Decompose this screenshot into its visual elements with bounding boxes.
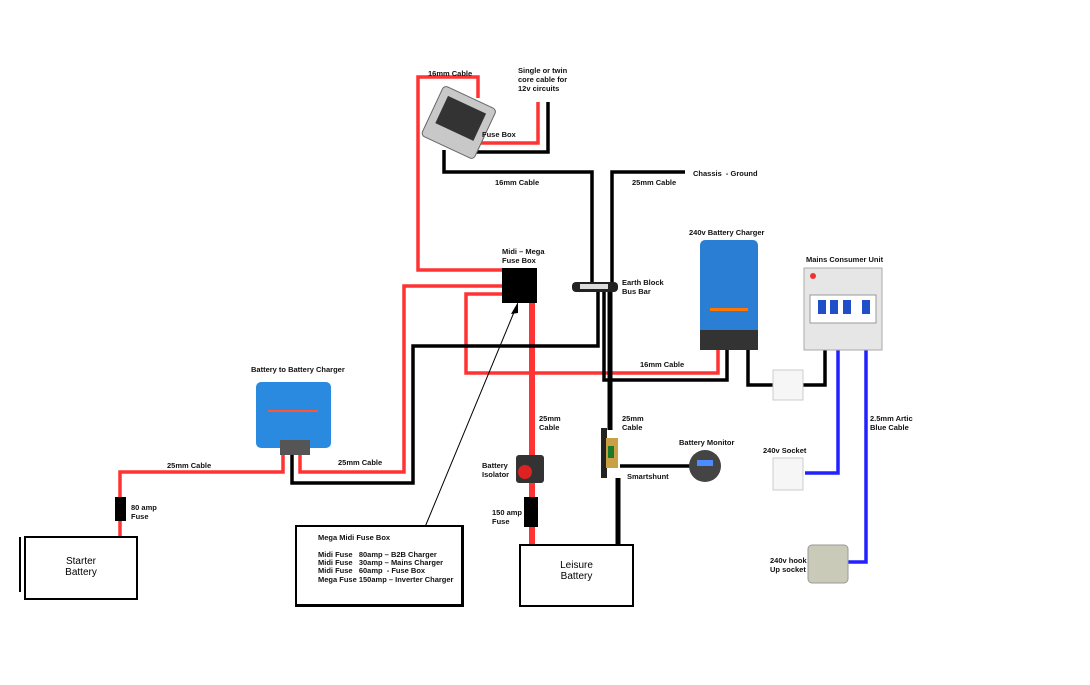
fuse-legend-title: Mega Midi Fuse Box xyxy=(318,533,391,542)
leisure-battery: Leisure Battery xyxy=(519,544,634,607)
fuse-legend-line: Midi Fuse 30amp – Mains Charger xyxy=(318,558,444,567)
red-wires xyxy=(118,75,720,545)
label-battery-isolator: Battery Isolator xyxy=(482,461,510,479)
socket-240v xyxy=(772,457,804,491)
pointer-arrowhead xyxy=(511,302,518,314)
label-240v-socket: 240v Socket xyxy=(763,446,807,455)
fuse-150amp xyxy=(524,497,538,527)
label-150amp-fuse: 150 amp Fuse xyxy=(492,508,523,526)
midi-mega-fuse-block xyxy=(502,268,537,303)
label-twin-core: Single or twin core cable for 12v circui… xyxy=(518,66,568,93)
label-16mm-ground: 16mm Cable xyxy=(495,178,540,187)
label-hookup-socket: 240v hook Up socket xyxy=(770,556,807,574)
label-midi-mega: Midi – Mega Fuse Box xyxy=(502,247,545,265)
pointer-line xyxy=(424,304,518,528)
label-16mm-charger: 16mm Cable xyxy=(640,360,685,369)
label-earth-block: Earth Block Bus Bar xyxy=(622,278,664,296)
label-consumer-unit: Mains Consumer Unit xyxy=(806,255,884,264)
starter-battery-label: Starter Battery xyxy=(65,556,97,578)
label-battery-monitor: Battery Monitor xyxy=(679,438,735,447)
blue-wires xyxy=(805,350,868,564)
label-25mm-red: 25mm Cable xyxy=(539,414,561,432)
fuse-legend-box: Mega Midi Fuse Box Midi Fuse 80amp – B2B… xyxy=(295,525,464,607)
battery-monitor-device xyxy=(689,450,721,482)
leisure-battery-label: Leisure Battery xyxy=(560,560,593,582)
black-wires xyxy=(290,102,827,545)
label-chassis-ground: Chassis - Ground xyxy=(693,169,758,178)
fuse-legend-line: Mega Fuse 150amp – Inverter Charger xyxy=(318,575,454,584)
label-25mm-chassis: 25mm Cable xyxy=(632,178,677,187)
fuse-box-device xyxy=(421,86,496,159)
hookup-socket-device xyxy=(807,544,849,584)
mains-battery-charger xyxy=(700,240,758,350)
starter-battery: Starter Battery xyxy=(24,536,138,600)
label-25mm-black: 25mm Cable xyxy=(622,414,644,432)
smartshunt-device xyxy=(601,428,618,478)
label-smartshunt: Smartshunt xyxy=(627,472,669,481)
fuse-legend-line: Midi Fuse 60amp - Fuse Box xyxy=(318,566,426,575)
b2b-charger-device xyxy=(256,382,331,455)
battery-isolator-device xyxy=(516,455,544,483)
fuse-80amp xyxy=(115,497,126,521)
label-80amp-fuse: 80 amp Fuse xyxy=(131,503,157,521)
label-arctic-cable: 2.5mm Artic Blue Cable xyxy=(870,414,913,432)
label-b2b-charger: Battery to Battery Charger xyxy=(251,365,345,374)
label-fusebox-cable: 16mm Cable xyxy=(428,69,473,78)
label-fuse-box: Fuse Box xyxy=(482,130,516,139)
socket-charger xyxy=(772,369,804,401)
earth-block-studs xyxy=(580,284,608,289)
label-25mm-left: 25mm Cable xyxy=(167,461,212,470)
label-25mm-b2b: 25mm Cable xyxy=(338,458,383,467)
fuse-legend-line: Midi Fuse 80amp – B2B Charger xyxy=(318,550,437,559)
consumer-unit xyxy=(803,267,883,351)
label-240v-charger: 240v Battery Charger xyxy=(689,228,765,237)
